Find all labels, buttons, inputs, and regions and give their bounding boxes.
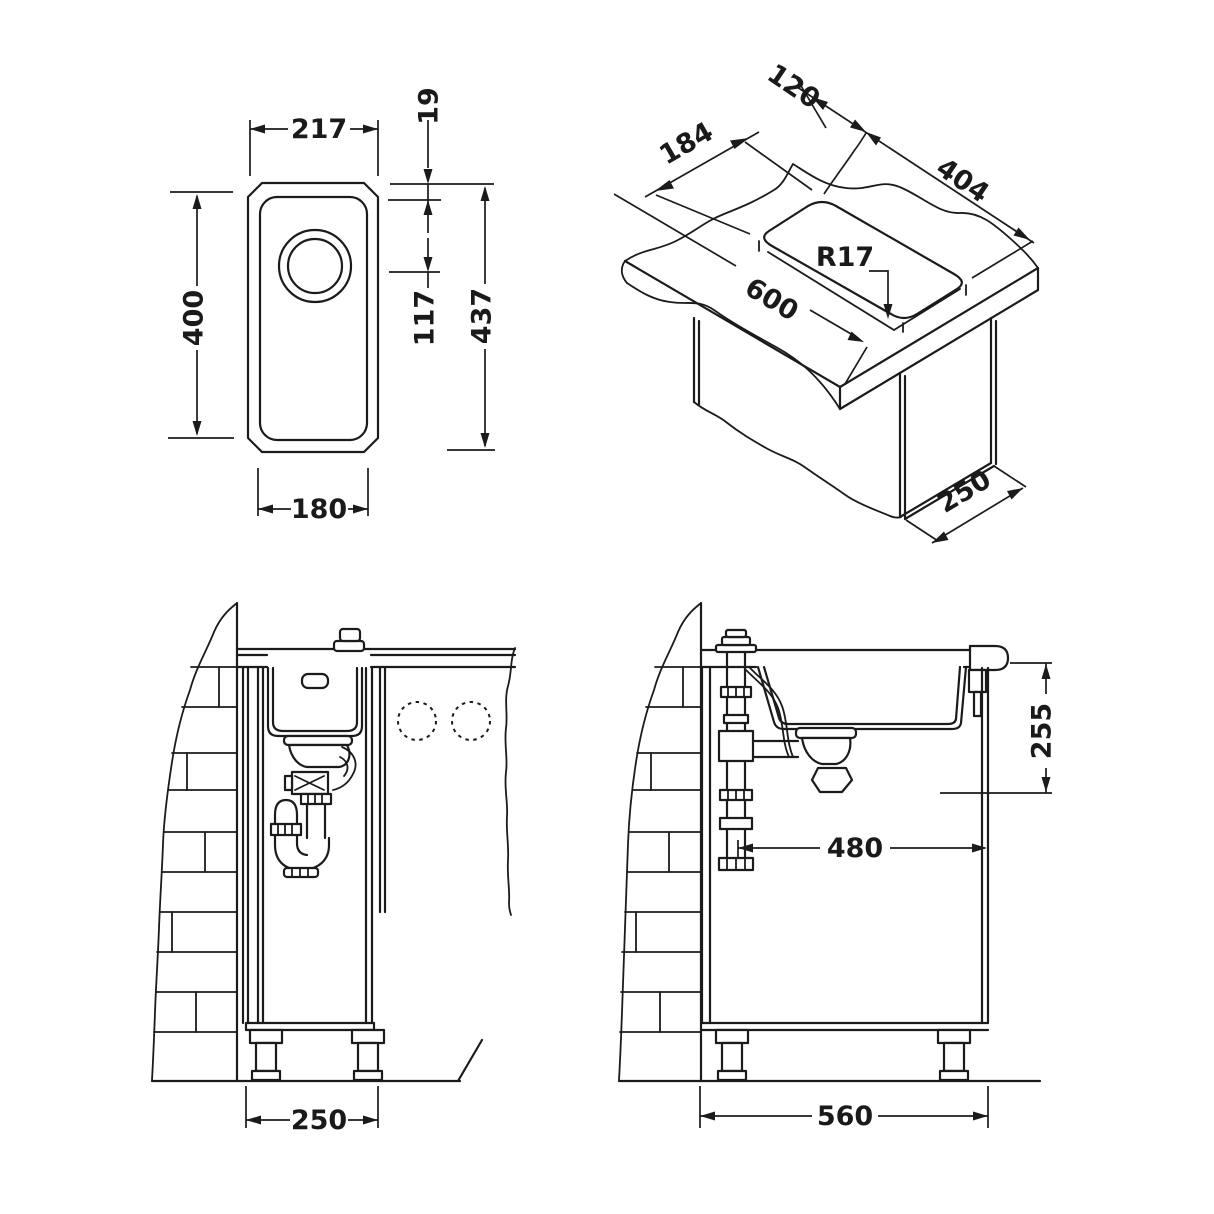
dim-label-250-side: 250 (291, 1105, 347, 1136)
dim-label-560: 560 (817, 1101, 873, 1132)
overflow-hose (745, 667, 794, 758)
strainer-flange (794, 726, 858, 740)
dim-bowl-width: 180 (257, 468, 369, 525)
worktop-cutout (758, 200, 967, 333)
sink-bowl-section-front (756, 665, 968, 731)
sink-bowl-section-side (266, 666, 364, 738)
p-trap-plumbing (269, 734, 357, 879)
side-section-view: 250 (150, 601, 517, 1136)
brick-wall-right-view (618, 601, 703, 1082)
dim-back-offset-and-cutout-length: 120 404 (761, 58, 1035, 279)
dim-label-404: 404 (930, 152, 994, 209)
sink-outline (246, 181, 380, 454)
dim-cabinet-depth: 250 (245, 1086, 379, 1136)
plinth-feet-front (714, 1028, 972, 1082)
dim-label-117: 117 (409, 290, 440, 346)
drain-circle (277, 228, 353, 304)
brick-wall-left (151, 601, 239, 1082)
dim-width-top: 217 (249, 114, 379, 176)
isometric-view: 120 404 184 600 R17 250 (613, 58, 1040, 544)
dim-cabinet-width: 560 (699, 1086, 989, 1132)
sink-fixing-clip (967, 668, 988, 694)
worktop-section (235, 647, 517, 916)
front-section-view: 255 480 560 (617, 601, 1057, 1132)
cabinet-side-panels-iso (692, 316, 998, 521)
floor-line (150, 1038, 484, 1083)
dim-label-217: 217 (291, 114, 347, 145)
dim-overall-length: 437 (447, 186, 497, 451)
dim-install-depth: 255 (940, 662, 1057, 794)
worktop-slab (620, 163, 1040, 411)
dim-label-400: 400 (178, 290, 209, 346)
dim-drain-to-side: 480 (737, 833, 987, 864)
plan-view: 217 19 117 400 437 (168, 87, 497, 525)
dim-label-600: 600 (739, 272, 803, 328)
dim-rim-width: 19 117 (388, 87, 494, 346)
dim-label-180: 180 (291, 494, 347, 525)
cabinet-carcass-side (241, 666, 387, 1032)
drain-plumbing-front (717, 650, 858, 872)
plinth-feet-side (248, 1028, 386, 1082)
strainer-bell (800, 736, 852, 766)
dim-label-437: 437 (466, 288, 497, 344)
cabinet-carcass-front (700, 666, 990, 1032)
dim-bowl-length: 400 (168, 191, 234, 439)
dim-label-480: 480 (827, 833, 883, 864)
overflow-slot (300, 672, 330, 690)
tap-hole-cap-front (714, 628, 758, 654)
dim-label-r17: R17 (816, 242, 874, 273)
dim-label-19: 19 (413, 87, 444, 125)
waste-outlet-fitting (810, 766, 854, 794)
dim-label-250-iso: 250 (932, 464, 996, 520)
dim-label-184: 184 (654, 116, 718, 171)
worktop-bullnose-end (968, 644, 1010, 672)
tap-knockout-circles (397, 701, 491, 741)
worktop-section-front (699, 644, 1010, 718)
dim-corner-radius: R17 (816, 242, 893, 319)
tap-hole-cap-side (332, 627, 366, 653)
dim-label-255: 255 (1026, 703, 1057, 759)
dim-label-120: 120 (761, 58, 825, 115)
